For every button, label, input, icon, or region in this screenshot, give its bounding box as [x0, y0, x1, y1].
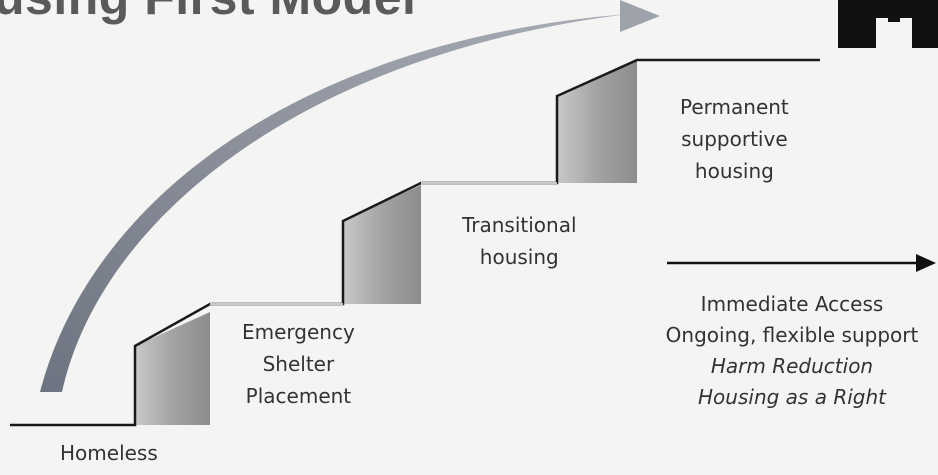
staircase-outline [10, 58, 820, 427]
riser-3 [557, 60, 637, 183]
arc-arrowhead [620, 0, 660, 32]
label-permanent-supportive-housing: Permanent supportive housing [680, 95, 789, 183]
housing-first-notes: Immediate Access Ongoing, flexible suppo… [647, 289, 937, 413]
note-ongoing-support: Ongoing, flexible support [665, 323, 919, 347]
slide-title: using First Model [0, 0, 416, 22]
note-housing-right: Housing as a Right [698, 385, 886, 409]
logo [838, 0, 938, 48]
riser-2 [343, 185, 421, 304]
housing-first-arc-arrow [40, 14, 628, 392]
note-immediate-access: Immediate Access [700, 292, 884, 316]
label-homeless: Homeless [60, 441, 158, 465]
riser-1 [135, 312, 210, 425]
horizontal-arrowhead [916, 254, 936, 272]
label-transitional-housing: Transitional housing [462, 213, 577, 269]
label-emergency-shelter: Emergency Shelter Placement [242, 320, 355, 408]
note-harm-reduction: Harm Reduction [710, 354, 874, 378]
